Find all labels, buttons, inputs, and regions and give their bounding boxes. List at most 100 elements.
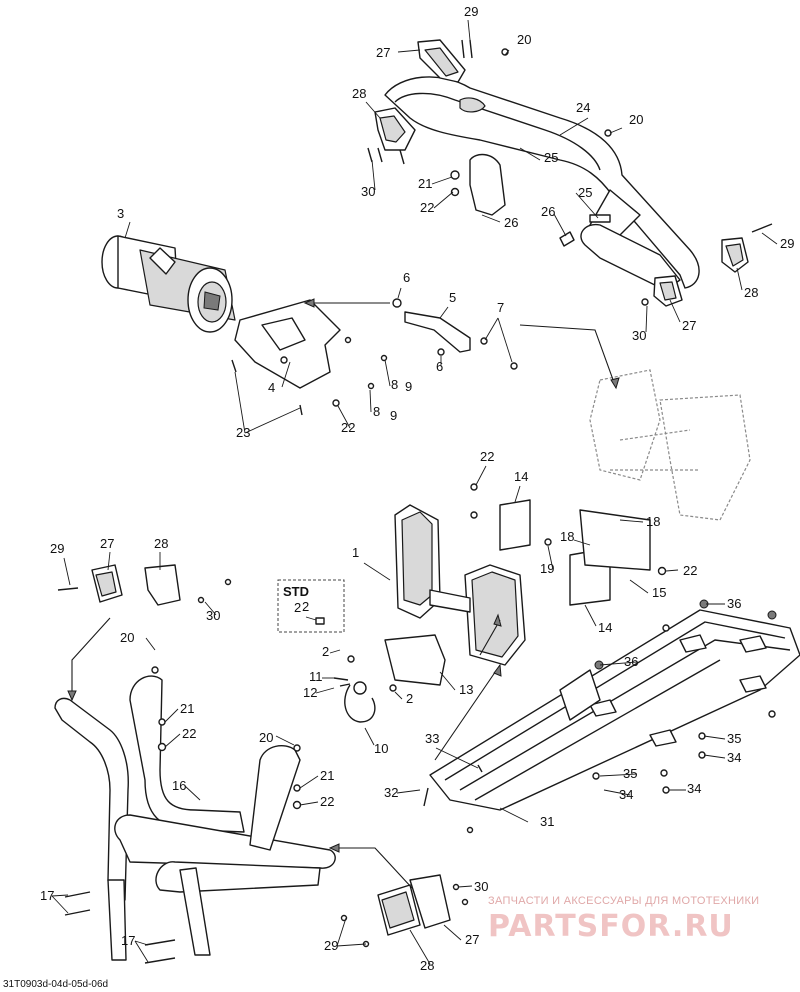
lower-bumper-tube <box>54 666 336 964</box>
callout-8: 8 <box>391 377 398 392</box>
callout-27: 27 <box>465 932 479 947</box>
callout-28: 28 <box>744 285 758 300</box>
callout-5: 5 <box>449 290 456 305</box>
callout-30: 30 <box>632 328 646 343</box>
leader-line <box>397 287 402 299</box>
callout-26: 26 <box>504 215 518 230</box>
leader-line <box>559 117 589 136</box>
callout-34: 34 <box>687 781 701 796</box>
leader-line <box>364 727 375 746</box>
callout-1: 1 <box>352 545 359 560</box>
leader-line <box>63 557 71 586</box>
callout-30: 30 <box>361 184 375 199</box>
callout-34: 34 <box>727 750 741 765</box>
callout-22: 22 <box>182 726 196 741</box>
leader-line <box>134 940 149 963</box>
vehicle-frame-ghost <box>589 369 751 521</box>
callout-29: 29 <box>324 938 338 953</box>
leader-line <box>369 389 372 413</box>
callout-22: 22 <box>480 449 494 464</box>
callout-36: 36 <box>727 596 741 611</box>
callout-6: 6 <box>436 359 443 374</box>
callout-15: 15 <box>652 585 666 600</box>
leader-line <box>204 601 217 616</box>
callout-27: 27 <box>682 318 696 333</box>
callout-29: 29 <box>50 541 64 556</box>
leader-line <box>337 405 351 429</box>
callout-6: 6 <box>403 270 410 285</box>
leader-line <box>371 159 376 191</box>
leader-line <box>164 733 181 748</box>
leader-line <box>315 687 335 694</box>
leader-line <box>409 929 431 965</box>
callout-13: 13 <box>459 682 473 697</box>
leader-line <box>397 49 421 53</box>
leader-line <box>134 940 149 946</box>
callout-28: 28 <box>154 536 168 551</box>
leader-line <box>599 773 638 777</box>
leader-line <box>107 551 111 571</box>
callout-11: 11 <box>309 669 323 684</box>
leader-line <box>553 213 567 237</box>
callout-19: 19 <box>540 561 554 576</box>
leader-line <box>665 569 679 572</box>
callout-17: 17 <box>40 888 54 903</box>
callout-35: 35 <box>623 766 637 781</box>
callout-4: 4 <box>268 380 275 395</box>
skid-plate <box>423 599 800 834</box>
leader-line <box>619 519 644 523</box>
callout-20: 20 <box>259 730 273 745</box>
leader-line <box>336 943 367 947</box>
bumper-support-assembly <box>384 483 667 686</box>
leader-line <box>499 807 529 823</box>
leader-line <box>457 885 473 888</box>
leader-line <box>51 894 69 897</box>
leader-line <box>575 192 599 219</box>
callout-9: 9 <box>390 408 397 423</box>
diagram-reference-code: 31T0903d-04d-05d-06d <box>3 979 109 990</box>
callout-26: 26 <box>541 204 555 219</box>
leader-line <box>484 317 499 341</box>
callout-27: 27 <box>100 536 114 551</box>
callout-2: 2 <box>294 600 301 615</box>
leader-line <box>514 485 521 503</box>
leader-line <box>504 49 510 56</box>
leader-line <box>497 317 513 363</box>
winch-assembly <box>101 235 236 333</box>
leader-line <box>435 747 479 769</box>
leader-line <box>431 176 453 185</box>
leader-line <box>281 361 291 388</box>
callout-24: 24 <box>576 100 590 115</box>
callout-32: 32 <box>384 785 398 800</box>
callout-18: 18 <box>560 529 574 544</box>
winch-bracket <box>392 298 518 370</box>
leader-line <box>645 305 648 333</box>
leader-line <box>164 708 179 723</box>
leader-line <box>363 562 391 581</box>
callout-28: 28 <box>420 958 434 973</box>
winch-mount-plate <box>231 299 388 416</box>
leader-line <box>299 801 319 806</box>
leader-line <box>365 101 381 119</box>
watermark: ЗАПЧАСТИ И АКСЕССУАРЫ ДЛЯ МОТОТЕХНИКИ PA… <box>488 895 788 944</box>
leader-layer <box>51 19 778 965</box>
callout-35: 35 <box>727 731 741 746</box>
leader-line <box>394 691 403 700</box>
leader-line <box>443 924 462 941</box>
leader-line <box>336 917 347 947</box>
callout-28: 28 <box>352 86 366 101</box>
callout-23: 23 <box>236 425 250 440</box>
callout-33: 33 <box>425 731 439 746</box>
callout-17: 17 <box>121 933 135 948</box>
callout-16: 16 <box>172 778 186 793</box>
callout-22: 22 <box>320 794 334 809</box>
callout-20: 20 <box>629 112 643 127</box>
callout-20: 20 <box>120 630 134 645</box>
callout-21: 21 <box>320 768 334 783</box>
leader-line <box>599 661 638 666</box>
leader-line <box>234 371 246 434</box>
std-label: STD <box>283 584 309 599</box>
leader-line <box>439 671 456 691</box>
std-part-number: 2 <box>302 599 309 614</box>
std-hardware-box: STD 2 <box>277 579 345 633</box>
